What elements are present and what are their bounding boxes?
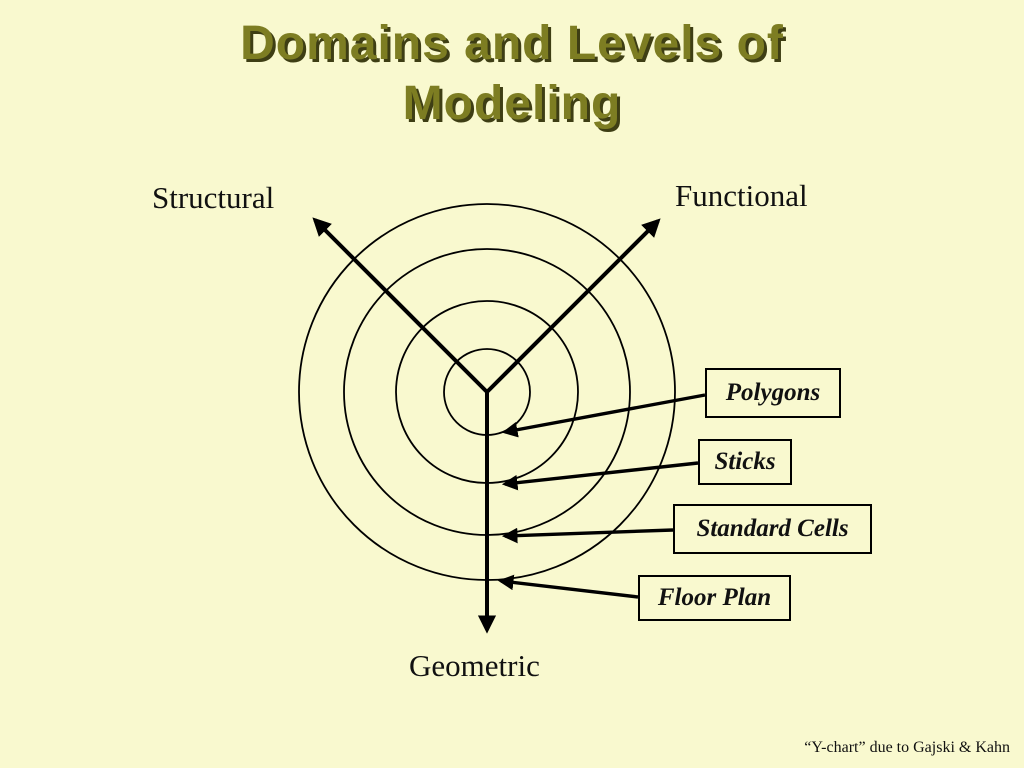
leader-arrow-floor-plan (497, 574, 639, 599)
level-box-polygons: Polygons (705, 368, 841, 418)
axis-label-structural: Structural (152, 180, 275, 215)
slide-title-line-2: Modeling (402, 77, 622, 131)
leader-arrow-sticks (501, 461, 699, 491)
leader-arrow-polygons (501, 393, 706, 438)
level-box-standard-cells: Standard Cells (673, 504, 872, 554)
slide-title: Domains and Levels of Modeling (0, 14, 1024, 135)
structural-axis-arrow (312, 217, 489, 394)
axis-label-geometric: Geometric (409, 648, 540, 683)
axis-label-functional: Functional (675, 178, 808, 213)
level-box-floor-plan: Floor Plan (638, 575, 791, 621)
level-box-sticks: Sticks (698, 439, 792, 485)
footnote-attribution: “Y-chart” due to Gajski & Kahn (804, 739, 1010, 756)
functional-axis-arrow (485, 218, 661, 394)
slide-title-line-1: Domains and Levels of (240, 17, 784, 70)
leader-arrow-standard-cells (501, 527, 674, 544)
